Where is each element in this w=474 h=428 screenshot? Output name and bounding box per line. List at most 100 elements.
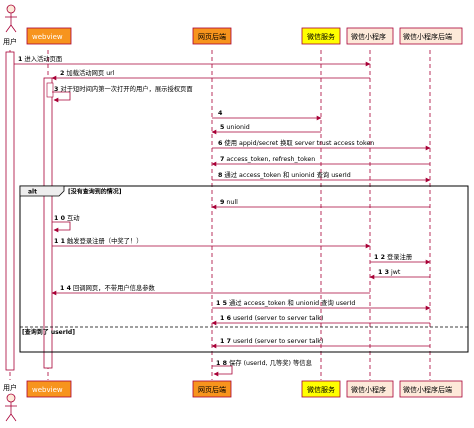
message-12: 1 2 登录注册 [370, 252, 431, 265]
message-10: 1 0 互动 [52, 214, 80, 233]
participant-web-top: 网页后端 [192, 27, 232, 45]
message-label: 1 7 userId (server to server talk) [220, 338, 323, 345]
message-text: 触发登录注册（中奖了！） [67, 236, 143, 245]
message-label: 2 加载活动网页 url [60, 68, 115, 77]
participant-box [192, 380, 232, 398]
message-text: 互动 [67, 214, 80, 222]
message-label: 1 进入活动页面 [18, 54, 62, 63]
participant-box [26, 380, 72, 398]
message-label: 1 3 jwt [378, 269, 401, 276]
participant-box [346, 27, 394, 45]
participant-label: 微信服务 [307, 385, 335, 394]
message-14: 1 4 回调网页，不带用户信息参数 [51, 283, 370, 296]
message-number: 1 4 [60, 285, 72, 292]
participant-box [399, 27, 463, 45]
message-4: 4 [212, 110, 322, 121]
participant-label: 微信服务 [307, 32, 335, 41]
message-text: access_token, refresh_token [226, 156, 315, 163]
actor-leg-right [10, 24, 17, 33]
message-label: 7 access_token, refresh_token [220, 156, 315, 163]
participant-label: webview [32, 386, 63, 394]
actor-head [6, 4, 16, 14]
message-15: 1 5 通过 access_token 和 unionid 查询 userId [212, 298, 431, 311]
participant-box [399, 380, 463, 398]
message-arrow [52, 91, 71, 103]
message-number: 8 [218, 172, 222, 179]
participant-wxsvc-top: 微信服务 [301, 27, 341, 45]
message-label: 1 6 userId (server to server talk) [220, 315, 323, 322]
message-label: 8 通过 access_token 和 unionid 查询 userId [218, 170, 351, 179]
participant-box [346, 380, 394, 398]
participant-box [192, 27, 232, 45]
participant-webview-top: webview [26, 27, 72, 45]
message-number: 1 [18, 56, 22, 63]
alt-frame [19, 185, 469, 353]
participant-webview-bottom: webview [26, 380, 72, 398]
message-arrow [212, 365, 233, 377]
message-number: 4 [218, 110, 223, 117]
message-text: unionid [226, 124, 249, 131]
message-17: 1 7 userId (server to server talk) [211, 338, 430, 349]
message-3: 3 对于短时间内第一次打开的用户，展示授权页面 [52, 84, 193, 103]
message-number: 1 2 [374, 254, 385, 261]
message-7: 7 access_token, refresh_token [211, 156, 430, 167]
message-number: 1 6 [220, 315, 232, 322]
alt-fragment: alt [没有查询到的情况] [查询到了 userId] [19, 185, 469, 353]
participant-mini-bottom: 微信小程序 [346, 380, 394, 398]
message-text: 对于短时间内第一次打开的用户，展示授权页面 [60, 84, 192, 93]
message-label: 1 5 通过 access_token 和 unionid 查询 userId [216, 298, 355, 307]
message-5: 5 unionid [211, 124, 321, 135]
message-8: 8 通过 access_token 和 unionid 查询 userId [212, 170, 431, 183]
message-label: 3 对于短时间内第一次打开的用户，展示授权页面 [54, 84, 193, 93]
message-number: 1 1 [54, 238, 65, 245]
message-16: 1 6 userId (server to server talk) [211, 315, 430, 326]
actor-leg-right [10, 413, 17, 422]
message-text: 回调网页，不带用户信息参数 [73, 283, 156, 292]
message-2: 2 加载活动网页 url [51, 68, 370, 81]
message-text: null [226, 199, 238, 206]
message-number: 5 [220, 124, 224, 131]
message-label: 1 8 保存 (userId, 几等奖) 等信息 [216, 358, 312, 367]
alt-label: alt [28, 189, 37, 196]
message-number: 3 [54, 86, 58, 93]
participant-label: 微信小程序后端 [403, 32, 452, 41]
message-label: 1 0 互动 [54, 214, 80, 222]
alt-else-guard: [查询到了 userId] [22, 328, 75, 336]
message-number: 7 [220, 156, 224, 163]
participant-label: webview [32, 33, 63, 41]
message-text: userId (server to server talk) [233, 315, 323, 322]
participant-label: 微信小程序 [351, 385, 386, 394]
message-text: 保存 (userId, 几等奖) 等信息 [229, 358, 312, 367]
message-arrow [52, 221, 71, 233]
participant-wxsvc-bottom: 微信服务 [301, 380, 341, 398]
message-text: 通过 access_token 和 unionid 查询 userId [229, 298, 355, 307]
actor-user-top: 用户 [3, 4, 17, 46]
participant-mini-top: 微信小程序 [346, 27, 394, 45]
message-number: 1 8 [216, 360, 227, 367]
message-number: 1 5 [216, 300, 227, 307]
participant-box [301, 380, 341, 398]
message-6: 6 使用 appid/secret 换取 server trust access… [212, 138, 431, 151]
message-text: 使用 appid/secret 换取 server trust access t… [224, 138, 374, 147]
actor-label: 用户 [3, 37, 17, 46]
participant-label: 微信小程序后端 [403, 385, 452, 394]
participant-label: 微信小程序 [351, 32, 386, 41]
message-number: 1 3 [378, 269, 389, 276]
actor-label: 用户 [3, 383, 17, 392]
message-label: 6 使用 appid/secret 换取 server trust access… [218, 138, 374, 147]
message-text: userId (server to server talk) [233, 338, 323, 345]
message-number: 1 7 [220, 338, 231, 345]
activation-webview-inner [46, 82, 54, 98]
message-text: 登录注册 [387, 252, 413, 261]
message-text: 通过 access_token 和 unionid 查询 userId [224, 170, 350, 179]
actor-leg-left [5, 24, 12, 33]
participant-miniback-top: 微信小程序后端 [399, 27, 463, 45]
message-number: 1 0 [54, 215, 66, 222]
message-number: 6 [218, 140, 223, 147]
participant-miniback-bottom: 微信小程序后端 [399, 380, 463, 398]
message-label: 1 2 登录注册 [374, 252, 413, 261]
actor-leg-left [5, 413, 12, 422]
message-1: 1 进入活动页面 [14, 54, 371, 67]
alt-guard: [没有查询到的情况] [68, 188, 122, 196]
